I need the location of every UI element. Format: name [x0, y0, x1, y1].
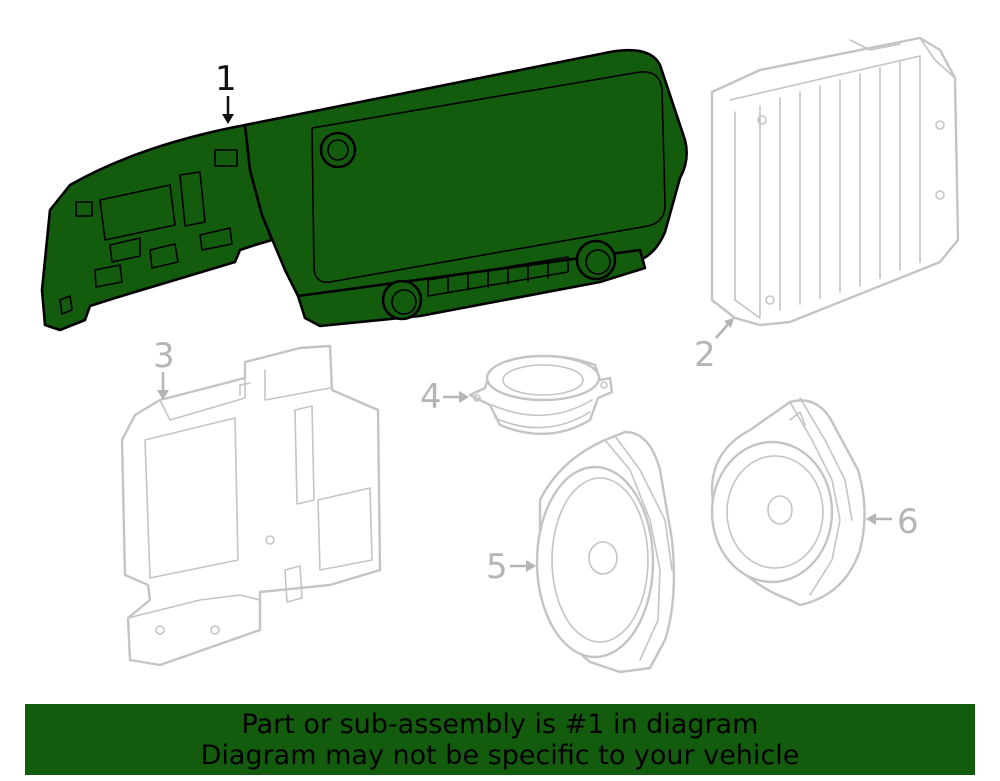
callout-6-arrowhead	[866, 513, 876, 525]
callout-1-arrowhead	[222, 114, 234, 124]
callout-2: 2	[694, 318, 734, 375]
callout-6: 6	[866, 502, 919, 542]
part-6-rear-speaker[interactable]	[710, 397, 866, 607]
banner-line-1: Part or sub-assembly is #1 in diagram	[241, 708, 759, 740]
callout-2-arrowhead	[724, 318, 734, 328]
callout-2-label: 2	[694, 335, 716, 375]
callout-5-label: 5	[486, 547, 508, 587]
callout-6-label: 6	[897, 502, 919, 542]
callout-4: 4	[420, 377, 469, 417]
callout-5: 5	[486, 547, 536, 587]
callout-4-label: 4	[420, 377, 442, 417]
callout-4-arrowhead	[459, 391, 469, 403]
callout-1: 1	[215, 59, 237, 124]
parts-diagram: 1 2 3 4 5 6	[40, 36, 960, 674]
callout-1-label: 1	[215, 59, 237, 99]
notice-banner: Part or sub-assembly is #1 in diagram Di…	[25, 704, 975, 775]
part-3-bracket[interactable]	[120, 344, 382, 667]
part-4-tweeter[interactable]	[468, 354, 614, 435]
banner-line-2: Diagram may not be specific to your vehi…	[200, 739, 800, 771]
callout-5-arrowhead	[526, 560, 536, 572]
part-5-front-speaker[interactable]	[535, 430, 676, 674]
callout-3-label: 3	[153, 336, 175, 376]
callout-3: 3	[153, 336, 175, 400]
part-1-radio-panel[interactable]	[40, 48, 688, 332]
part-2-amplifier[interactable]	[710, 36, 960, 327]
callout-3-arrowhead	[157, 390, 169, 400]
